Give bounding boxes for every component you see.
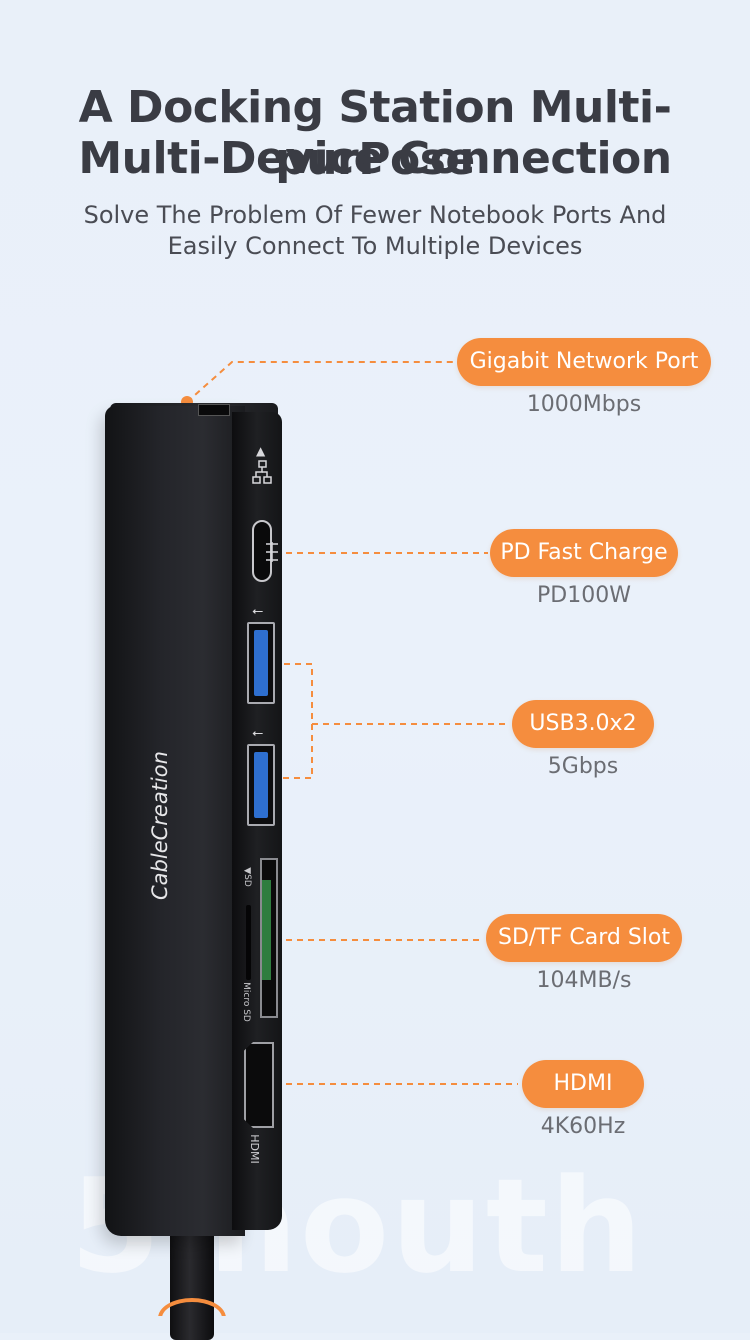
subheadline-line-1: Solve The Problem Of Fewer Notebook Port… [83, 201, 667, 229]
spec-pd-fast-charge: PD100W [537, 583, 631, 608]
brand-logo-text: CableCreation [148, 751, 172, 900]
spec-hdmi: 4K60Hz [540, 1114, 626, 1139]
sd-slot-label: ▼SD [242, 867, 252, 887]
hdmi-port [244, 1042, 274, 1128]
callout-sd-tf-card-slot: SD/TF Card Slot [486, 914, 682, 962]
headline-line-2: Multi-Device Connection [78, 133, 672, 184]
usb-icon: ⭠ [252, 603, 264, 619]
ethernet-port [198, 404, 230, 416]
callout-gigabit-network-port: Gigabit Network Port [457, 338, 711, 386]
spec-sd-tf-card-slot: 104MB/s [536, 968, 632, 993]
connector-usb [262, 663, 313, 779]
callout-usb3-x2: USB3.0x2 [512, 700, 654, 748]
spec-gigabit-network-port: 1000Mbps [526, 392, 642, 417]
usb-a-port-2 [247, 744, 275, 826]
spec-usb3-x2: 5Gbps [547, 754, 619, 779]
micro-sd-label: Micro SD [241, 982, 251, 1022]
docking-station-body [105, 406, 245, 1236]
subheadline-line-2: Easily Connect To Multiple Devices [167, 232, 583, 260]
usb-a-port-1 [247, 622, 275, 704]
micro-sd-slot [246, 905, 251, 980]
ethernet-network-icon [252, 460, 272, 484]
callout-pd-fast-charge: PD Fast Charge [490, 529, 678, 577]
usb-c-pd-port [252, 520, 272, 582]
ethernet-icon: ▲ [256, 444, 266, 458]
sd-card-inserted [262, 880, 271, 980]
typec-icon [266, 542, 278, 562]
headline-line-1: A Docking Station Multi-purPose [78, 82, 672, 185]
connector-network [186, 361, 455, 403]
callout-hdmi: HDMI [522, 1060, 644, 1108]
hdmi-port-label: HDMI [248, 1134, 261, 1164]
usb-icon: ⭠ [252, 725, 264, 741]
